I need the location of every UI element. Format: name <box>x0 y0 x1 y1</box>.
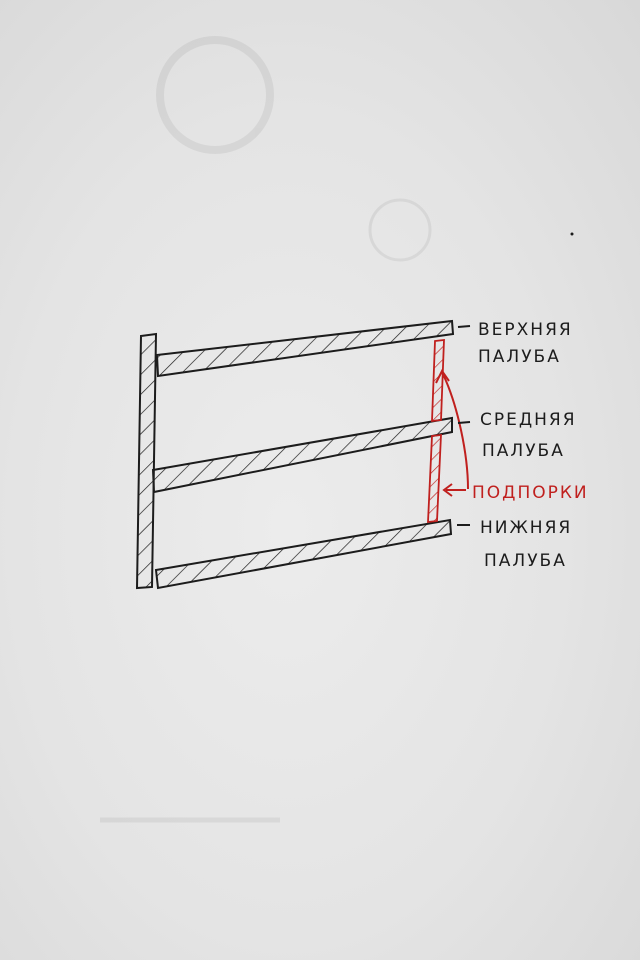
ink-dot <box>570 232 574 236</box>
lower-deck <box>154 518 453 590</box>
lower-deck-label-line2: ПАЛУБА <box>484 551 567 571</box>
support-lower <box>427 433 442 524</box>
left-wall <box>135 332 158 590</box>
supports-arrows <box>435 369 469 497</box>
middle-deck-label-line1: СРЕДНЯЯ <box>480 410 577 430</box>
middle-deck <box>151 416 453 494</box>
middle-deck-label-line2: ПАЛУБА <box>482 441 565 461</box>
label-leaders <box>457 325 471 526</box>
upper-deck <box>155 319 455 378</box>
paper-showthrough <box>100 36 432 823</box>
upper-deck-label-line2: ПАЛУБА <box>478 347 561 367</box>
upper-deck-label-line1: ВЕРХНЯЯ <box>478 320 573 340</box>
lower-deck-label-line1: НИЖНЯЯ <box>480 518 572 538</box>
supports-label: ПОДПОРКИ <box>472 483 589 503</box>
